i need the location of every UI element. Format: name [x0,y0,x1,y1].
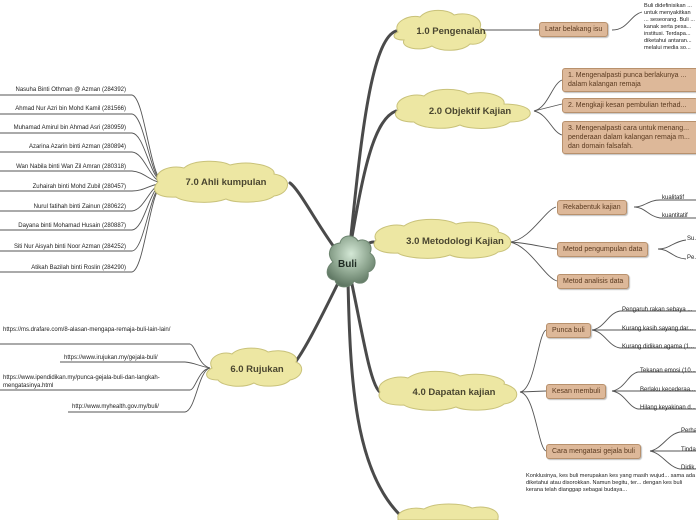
node-analisis[interactable]: Metod analisis data [557,274,630,289]
node-objektif-2[interactable]: 2. Mengkaji kesan pembulian terhad... [562,98,696,113]
rujukan-link-2[interactable]: https://www.irujukan.my/gejala-buli/ [64,355,158,361]
branch-dapatan[interactable]: 4.0 Dapatan kajian [412,387,496,398]
member-2[interactable]: Ahmad Nur Azri bin Mohd Kamil (281566) [15,106,126,112]
cloud-rujukan [206,347,303,387]
leaf-cara-1[interactable]: Perha... [681,428,696,434]
branch-rujukan[interactable]: 6.0 Rujukan [230,364,284,375]
leaf-kuantitatif[interactable]: kuantitatif [662,213,688,219]
member-9[interactable]: Siti Nur Aisyah binti Noor Azman (284252… [13,244,126,250]
member-3[interactable]: Muhamad Amirul bin Ahmad Asri (280959) [13,125,126,131]
node-punca-buli[interactable]: Punca buli [546,323,591,338]
member-10[interactable]: Atikah Bazilah binti Roslin (284290) [31,265,126,271]
cloud-pengenalan [393,9,487,51]
branch-metodologi[interactable]: 3.0 Metodologi Kajian [406,236,504,247]
cloud-metodologi [373,218,512,259]
leaf-pengumpulan-2[interactable]: Pe... [687,255,696,261]
branch-ahli[interactable]: 7.0 Ahli kumpulan [185,177,267,188]
leaf-kesan-2[interactable]: Berlaku kecederaa... [640,387,696,393]
node-latar-belakang[interactable]: Latar belakang isu [539,22,609,37]
leaf-punca-3[interactable]: Kurang didikan agama (1... [622,344,695,350]
leaf-punca-1[interactable]: Pengaruh rakan sebaya ... [622,307,693,313]
member-1[interactable]: Nasuha Binti Othman @ Azman (284392) [15,87,126,93]
cloud-objektif [394,88,531,129]
cloud-kesimpulan [397,503,499,520]
cloud-ahli [154,160,288,203]
member-7[interactable]: Nurul fatihah binti Zainun (280622) [33,204,126,210]
leaf-punca-2[interactable]: Kurang kasih sayang dar... [622,326,694,332]
node-kesan-membuli[interactable]: Kesan membuli [546,384,607,399]
member-5[interactable]: Wan Nabila binti Wan Zil Amran (280318) [16,164,126,170]
central-node-shape [326,235,376,288]
node-latar-text: Buli didefinisikan ... untuk menyakitkan… [644,3,695,51]
rujukan-link-1[interactable]: https://ms.drafare.com/8-alasan-mengapa-… [3,327,171,333]
leaf-kesan-3[interactable]: Hilang keyakinan d... [640,405,696,411]
cloud-dapatan [378,370,518,411]
leaf-kualitatif[interactable]: kualitatif [662,195,685,201]
node-kesimpulan-text: Konklusinya, kes buli merupakan kes yang… [526,473,696,493]
member-8[interactable]: Dayana binti Mohamad Husain (280887) [18,223,126,229]
member-6[interactable]: Zuhairah binti Mohd Zubil (280457) [32,184,126,190]
central-topic[interactable]: Buli [338,259,357,270]
leaf-cara-3[interactable]: Didik... [681,465,696,471]
member-4[interactable]: Azarina Azarin binti Azman (280894) [28,144,126,150]
node-cara-mengatasi[interactable]: Cara mengatasi gejala buli [546,444,641,459]
node-rekabentuk[interactable]: Rekabentuk kajian [557,200,627,215]
branch-objektif[interactable]: 2.0 Objektif Kajian [428,106,512,117]
leaf-pengumpulan-1[interactable]: Su... [687,236,696,242]
sub-connectors [0,11,696,470]
node-objektif-3[interactable]: 3. Mengenalpasti cara untuk menang... pe… [562,121,696,154]
node-pengumpulan[interactable]: Metod pengumpulan data [557,242,649,257]
branch-pengenalan[interactable]: 1.0 Pengenalan [416,26,486,37]
rujukan-link-4[interactable]: http://www.myhealth.gov.my/buli/ [72,404,159,410]
leaf-kesan-1[interactable]: Tekanan emosi (10... [640,368,696,374]
node-objektif-1[interactable]: 1. Mengenalpasti punca berlakunya ... da… [562,68,696,92]
rujukan-link-3[interactable]: https://www.ipendidikan.my/punca-gejala-… [3,375,160,389]
leaf-cara-2[interactable]: Tinda... [681,447,696,453]
